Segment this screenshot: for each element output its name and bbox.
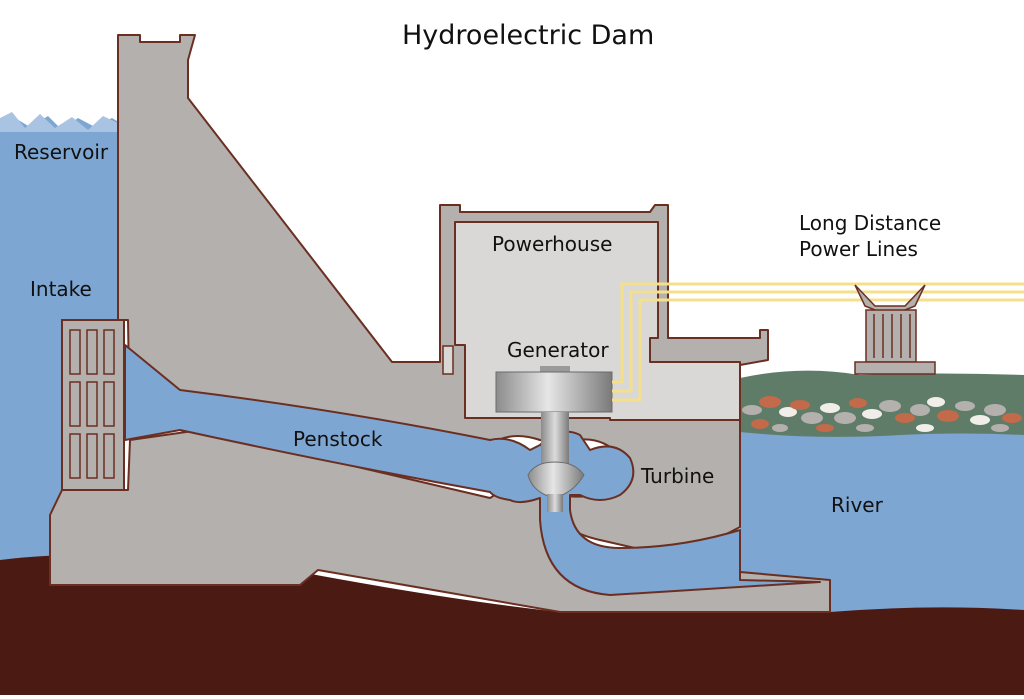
- ground: [0, 554, 1024, 695]
- reservoir-waves: [0, 112, 120, 132]
- powerhouse-room: [454, 221, 741, 421]
- powerhouse-door: [442, 345, 454, 375]
- label-generator: Generator: [507, 338, 609, 362]
- label-power-lines-line2: Power Lines: [799, 237, 918, 261]
- dam-body: [49, 34, 831, 613]
- label-reservoir: Reservoir: [14, 140, 109, 164]
- label-river: River: [831, 493, 883, 517]
- label-intake: Intake: [30, 277, 92, 301]
- diagram-title: Hydroelectric Dam: [402, 20, 655, 51]
- label-turbine: Turbine: [641, 464, 715, 488]
- transformer-pylon: [854, 284, 936, 375]
- riverbank-stones: [742, 396, 1022, 432]
- label-power-lines-line1: Long Distance: [799, 211, 942, 235]
- power-lines: [612, 282, 1024, 402]
- penstock-channel: [124, 344, 821, 596]
- label-penstock: Penstock: [293, 427, 383, 451]
- intake-gate: [61, 319, 125, 491]
- label-powerhouse: Powerhouse: [492, 232, 613, 256]
